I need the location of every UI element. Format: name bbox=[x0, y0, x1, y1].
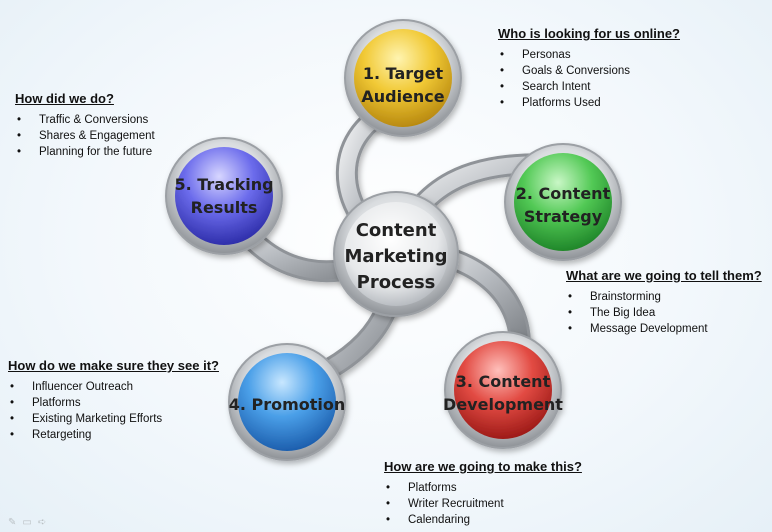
block-heading: How did we do? bbox=[15, 91, 114, 106]
bullet-list: Traffic & Conversions Shares & Engagemen… bbox=[15, 112, 155, 160]
bullet-list: Influencer Outreach Platforms Existing M… bbox=[8, 379, 219, 443]
footer-toolbar: ✎ ▭ ➪ bbox=[8, 517, 46, 528]
center-node: Content Marketing Process bbox=[333, 191, 459, 317]
list-item: Platforms Used bbox=[498, 95, 680, 111]
node-target-line1: 1. Target bbox=[363, 64, 444, 83]
slides-icon[interactable]: ▭ bbox=[22, 517, 32, 528]
block-heading: What are we going to tell them? bbox=[566, 268, 762, 283]
node-development-line2: Development bbox=[443, 395, 563, 414]
list-item: Personas bbox=[498, 47, 680, 63]
list-item: Brainstorming bbox=[566, 289, 762, 305]
node-target-audience: 1. Target Audience bbox=[344, 19, 462, 137]
list-item: Calendaring bbox=[384, 512, 582, 528]
block-heading: Who is looking for us online? bbox=[498, 26, 680, 41]
list-item: Existing Marketing Efforts bbox=[8, 411, 219, 427]
node-development-line1: 3. Content bbox=[456, 372, 551, 391]
bullet-list: Brainstorming The Big Idea Message Devel… bbox=[566, 289, 762, 337]
block-tracking-results: How did we do? Traffic & Conversions Sha… bbox=[15, 91, 155, 160]
block-content-development: How are we going to make this? Platforms… bbox=[384, 459, 582, 528]
list-item: Writer Recruitment bbox=[384, 496, 582, 512]
list-item: Goals & Conversions bbox=[498, 63, 680, 79]
list-item: Influencer Outreach bbox=[8, 379, 219, 395]
center-label-line3: Process bbox=[357, 272, 436, 293]
list-item: Message Development bbox=[566, 321, 762, 337]
list-item: The Big Idea bbox=[566, 305, 762, 321]
node-strategy-line2: Strategy bbox=[524, 207, 603, 226]
block-content-strategy: What are we going to tell them? Brainsto… bbox=[566, 268, 762, 337]
node-promotion-line1: 4. Promotion bbox=[229, 395, 346, 414]
list-item: Search Intent bbox=[498, 79, 680, 95]
center-label-line2: Marketing bbox=[344, 246, 447, 267]
node-content-development: 3. Content Development bbox=[443, 331, 563, 449]
block-promotion: How do we make sure they see it? Influen… bbox=[8, 358, 219, 443]
node-tracking-line2: Results bbox=[191, 198, 258, 217]
block-heading: How are we going to make this? bbox=[384, 459, 582, 474]
list-item: Shares & Engagement bbox=[15, 128, 155, 144]
node-promotion: 4. Promotion bbox=[228, 343, 346, 461]
list-item: Platforms bbox=[384, 480, 582, 496]
node-target-line2: Audience bbox=[361, 87, 444, 106]
list-item: Retargeting bbox=[8, 427, 219, 443]
center-label-line1: Content bbox=[356, 220, 437, 241]
list-item: Traffic & Conversions bbox=[15, 112, 155, 128]
node-strategy-line1: 2. Content bbox=[516, 184, 611, 203]
list-item: Platforms bbox=[8, 395, 219, 411]
pencil-icon[interactable]: ✎ bbox=[8, 517, 17, 528]
block-heading: How do we make sure they see it? bbox=[8, 358, 219, 373]
next-icon[interactable]: ➪ bbox=[37, 517, 47, 528]
block-target-audience: Who is looking for us online? Personas G… bbox=[498, 26, 680, 111]
node-tracking-line1: 5. Tracking bbox=[174, 175, 273, 194]
bullet-list: Personas Goals & Conversions Search Inte… bbox=[498, 47, 680, 111]
node-tracking-results: 5. Tracking Results bbox=[165, 137, 283, 255]
list-item: Planning for the future bbox=[15, 144, 155, 160]
node-content-strategy: 2. Content Strategy bbox=[504, 143, 622, 261]
bullet-list: Platforms Writer Recruitment Calendaring bbox=[384, 480, 582, 528]
